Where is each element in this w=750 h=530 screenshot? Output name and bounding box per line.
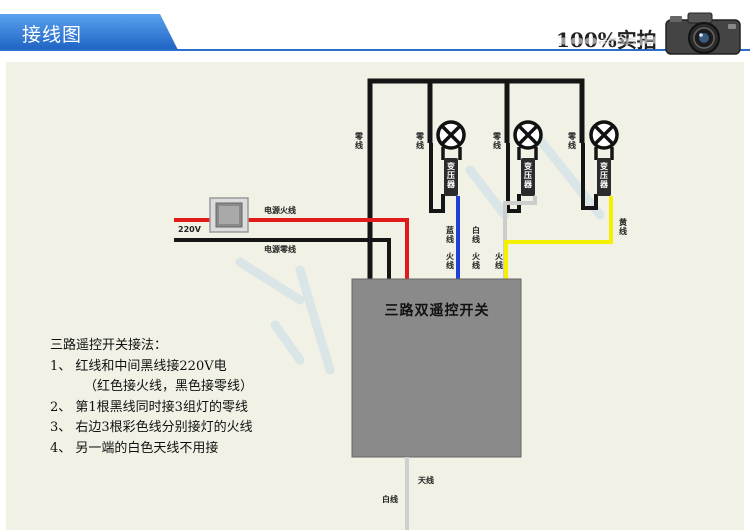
yellow-wire-label: 黄线 (619, 218, 627, 236)
page-title: 接线图 (22, 24, 83, 46)
transformer-3-label: 变压器 (600, 162, 608, 189)
transformer-1-label: 变压器 (447, 162, 455, 189)
controller-title: 三路双遥控开关 (384, 303, 490, 319)
lamp-leads (441, 147, 614, 160)
lamp-1-icon (436, 120, 466, 150)
controller-box (351, 278, 522, 458)
neutral-lamp2-label: 零线 (493, 132, 501, 150)
wiring-diagram (174, 78, 619, 530)
instructions-heading: 三路遥控开关接法： (50, 338, 168, 353)
transformer-3 (597, 158, 611, 196)
header: 接线图 100%实拍 100%实拍 (0, 0, 750, 60)
header-divider (0, 49, 750, 51)
power-live-label: 电源火线 (264, 206, 296, 215)
white-wire-label: 白线 (472, 226, 480, 244)
blue-wire-label: 蓝线 (446, 226, 454, 244)
yellow-live-wire (504, 196, 613, 279)
transformer-1 (444, 158, 458, 196)
camera-icon (665, 12, 741, 55)
neutral-left-label: 零线 (355, 132, 363, 150)
transformer-2 (521, 158, 535, 196)
live-2-label: 火线 (472, 252, 480, 270)
wall-switch-icon (209, 197, 249, 233)
transformer-2-label: 变压器 (524, 162, 532, 189)
lamp-2-icon (513, 120, 543, 150)
antenna-label: 天线 (418, 476, 434, 485)
wiring-instructions: 三路遥控开关接法： 1、 红线和中间黑线接220V电 （红色接火线，黑色接零线）… (50, 336, 253, 459)
lamp-3-icon (589, 120, 619, 150)
neutral-lamp1-label: 零线 (416, 132, 424, 150)
instruction-line-1: 1、 红线和中间黑线接220V电 (50, 358, 227, 374)
live-1-label: 火线 (446, 252, 454, 270)
watermark (235, 135, 605, 375)
neutral-busbar (367, 78, 585, 279)
power-neutral-wire (174, 238, 391, 279)
instruction-line-2: （红色接火线，黑色接零线） (84, 379, 254, 394)
voltage-label: 220V (178, 225, 201, 234)
live-3-label: 火线 (495, 252, 503, 270)
diagram-area: 零线 零线 零线 零线 变压器 变压器 变压器 蓝线 白线 黄线 火线 火线 火… (6, 62, 744, 530)
instruction-line-3: 2、 第1根黑线同时接3组灯的零线 (50, 399, 248, 415)
power-live-wire (174, 218, 409, 279)
title-tab (0, 14, 178, 50)
neutral-lamp3-label: 零线 (568, 132, 576, 150)
real-photo-badge: 100%实拍 (556, 28, 657, 52)
real-photo-badge-reflection: 100%实拍 (556, 35, 657, 47)
instruction-line-4: 3、 右边3根彩色线分别接灯的火线 (50, 420, 253, 435)
antenna-white-label: 白线 (382, 495, 398, 504)
power-neutral-label: 电源零线 (264, 245, 296, 254)
instruction-line-5: 4、 另一端的白色天线不用接 (50, 440, 219, 456)
